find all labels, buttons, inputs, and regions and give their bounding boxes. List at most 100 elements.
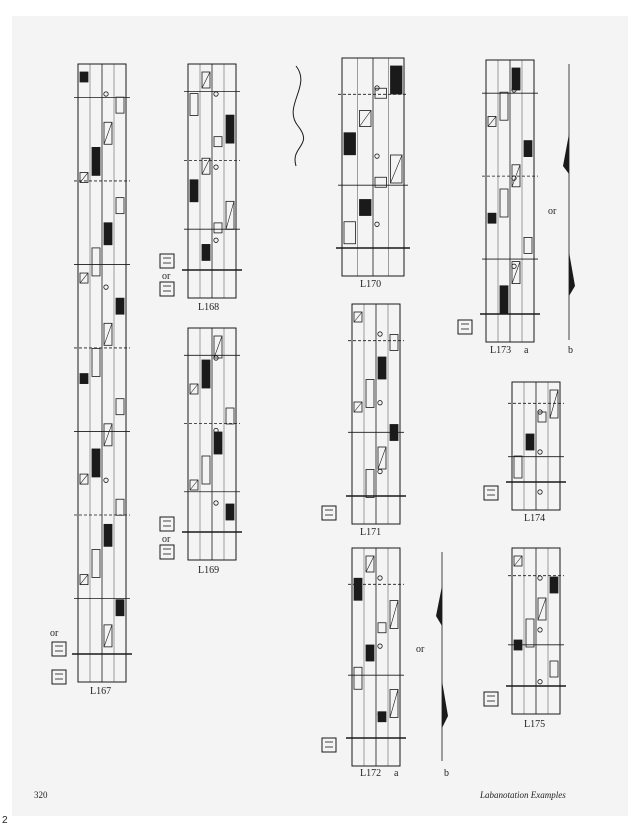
staff-l167-hatch-8: [79, 272, 89, 284]
staff-l167-symbol-11: [91, 348, 101, 377]
staff-l168-hatch-6: [225, 201, 235, 230]
key-box-3: [159, 281, 175, 297]
staff-l175-symbol-4: [513, 639, 523, 651]
staff-l167-symbol-5: [115, 197, 125, 215]
staff-l175-symbol-1: [549, 576, 559, 594]
staff-l174-hatch-0: [549, 389, 559, 419]
staff-l173-symbol-0: [511, 67, 521, 91]
staff-l169-symbol-1: [201, 359, 211, 389]
staff-l175-pin-2: [537, 679, 543, 685]
staff-l173-symbol-1: [499, 91, 509, 121]
running-title: Labanotation Examples: [480, 790, 566, 800]
staff-l172-pin-1: [377, 643, 383, 649]
staff-l172-hatch-0: [365, 555, 375, 573]
staff-l169-hatch-2: [189, 383, 199, 395]
staff-l172-pin-0: [377, 575, 383, 581]
example-label-l170: L170: [360, 279, 382, 290]
staff-l173-symbol-4: [511, 164, 521, 188]
staff-l171-symbol-7: [365, 469, 375, 498]
staff-l167-symbol-14: [103, 423, 113, 447]
alt-symbol-l173b-2: [569, 252, 575, 296]
staff-l172-symbol-7: [377, 711, 387, 723]
key-box-1: [51, 669, 67, 685]
staff-l169-symbol-2: [189, 383, 199, 395]
staff-l168-symbol-7: [213, 222, 223, 234]
staff-l170-hatch-2: [359, 110, 372, 127]
staff-l175-pin-1: [537, 627, 543, 633]
staff-l170-symbol-3: [343, 132, 356, 156]
staff-l172-hatch-6: [389, 689, 399, 718]
staff-l167-symbol-22: [103, 624, 113, 648]
example-label-l169: L169: [198, 565, 220, 576]
staff-l171-hatch-4: [353, 401, 363, 413]
staff-l170-hatch-4: [390, 154, 403, 184]
staff-l173-symbol-6: [487, 212, 497, 224]
staff-l170-pin-1: [374, 153, 380, 159]
staff-l167-hatch-20: [79, 574, 89, 585]
example-label-l171: L171: [360, 527, 382, 538]
staff-l175-hatch-0: [513, 555, 523, 567]
staff-l167-symbol-18: [103, 523, 113, 547]
staff-l172-pin-2: [377, 711, 383, 717]
staff-l170-symbol-1: [374, 87, 387, 99]
staff-l171-symbol-6: [377, 446, 387, 470]
staff-l168-symbol-8: [201, 244, 211, 261]
staff-l171-symbol-3: [365, 379, 375, 408]
example-label-l175: L175: [524, 719, 546, 730]
wavy-path-sign: [292, 65, 305, 167]
example-label-l168: L168: [198, 302, 220, 313]
staff-l169-hatch-0: [213, 335, 223, 359]
staff-l171-pin-1: [377, 400, 383, 406]
staff-l170-symbol-4: [390, 154, 403, 184]
staff-l174-pin-2: [537, 489, 543, 495]
staff-l171-pin-2: [377, 468, 383, 475]
staff-l174-pin-1: [537, 449, 543, 455]
staff-l167-hatch-10: [103, 323, 113, 346]
key-box-4: [159, 516, 175, 532]
part-label-l173-b: b: [568, 345, 573, 356]
key-box-0: [51, 641, 67, 657]
staff-l168-symbol-3: [213, 136, 223, 148]
staff-l167-symbol-12: [79, 373, 89, 384]
staff-l169-symbol-4: [213, 431, 223, 455]
or-label-l169: or: [162, 534, 171, 545]
staff-l175-hatch-2: [537, 597, 547, 621]
or-label-l168: or: [162, 271, 171, 282]
staff-l174-pin-0: [537, 409, 543, 415]
staff-l167-symbol-4: [79, 172, 89, 183]
staff-l172-symbol-5: [353, 666, 363, 690]
staff-l172-symbol-1: [353, 577, 363, 601]
staff-l170-symbol-6: [359, 199, 372, 216]
staff-l167-symbol-1: [115, 96, 125, 114]
staff-l175-pin-0: [537, 575, 543, 581]
part-label-l172-b: b: [444, 768, 449, 779]
staff-l171-symbol-5: [389, 424, 399, 441]
staff-l167-hatch-16: [79, 473, 89, 485]
staff-l175-symbol-5: [549, 660, 559, 678]
key-box-10: [483, 691, 499, 707]
staff-l171-symbol-0: [353, 311, 363, 323]
key-box-9: [483, 485, 499, 501]
staff-l168-symbol-1: [189, 93, 199, 116]
book-page: L167 or L168 or L169 or L170 L171 L172 a…: [12, 16, 628, 816]
edge-mark: 2: [2, 815, 8, 826]
staff-l169-pin-2: [213, 500, 219, 506]
staff-l174-symbol-0: [549, 389, 559, 419]
or-label-l167: or: [50, 628, 59, 639]
or-label-l173: or: [548, 206, 557, 217]
staff-l167-symbol-0: [79, 71, 89, 83]
key-box-2: [159, 253, 175, 269]
staff-l167-symbol-3: [91, 146, 101, 176]
staff-l175-symbol-0: [513, 555, 523, 567]
staff-l170-symbol-0: [390, 65, 403, 95]
key-box-5: [159, 544, 175, 560]
staff-l168-symbol-2: [225, 114, 235, 144]
staff-l173-symbol-8: [511, 261, 521, 285]
key-box-6: [321, 505, 337, 521]
staff-l173-symbol-2: [487, 116, 497, 127]
staff-l171-symbol-1: [389, 334, 399, 351]
staff-l170-symbol-2: [359, 110, 372, 127]
staff-l169-symbol-7: [225, 503, 235, 521]
part-label-l173-a: a: [524, 345, 529, 356]
staff-l170-symbol-5: [374, 176, 387, 188]
